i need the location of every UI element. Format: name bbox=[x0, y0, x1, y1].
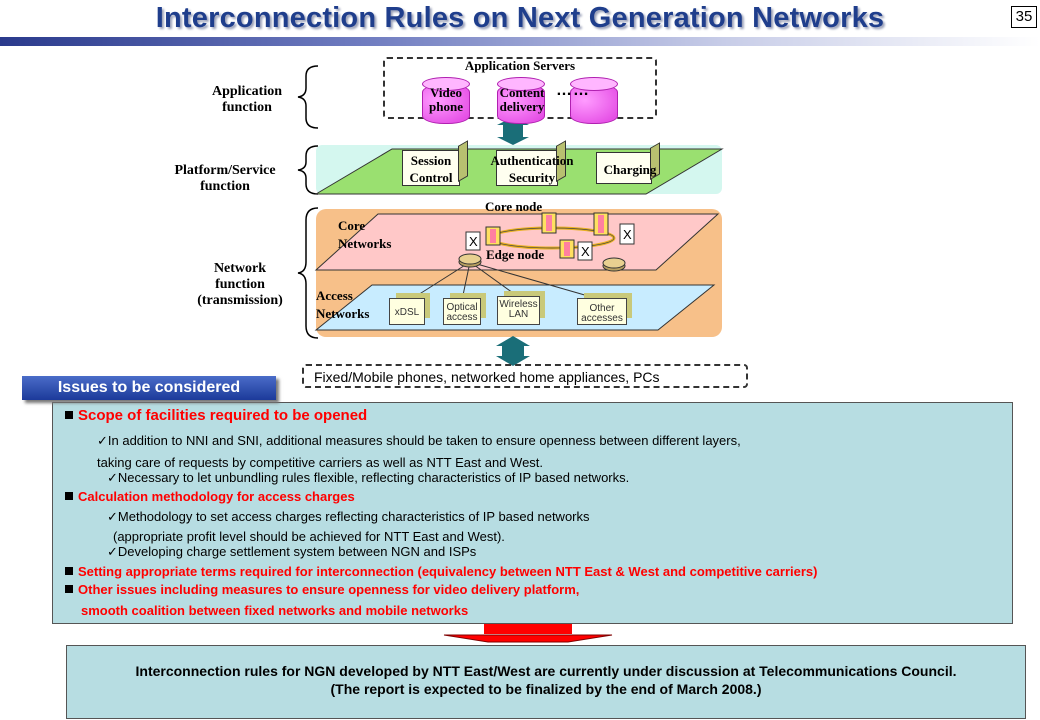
edge-switch-icons: X X X bbox=[465, 223, 635, 261]
issue-1-sub1b: taking care of requests by competitive c… bbox=[97, 455, 544, 470]
issue-1-sub1: ✓In addition to NNI and SNI, additional … bbox=[97, 433, 741, 448]
issue-3-title: Setting appropriate terms required for i… bbox=[65, 564, 818, 579]
page-number: 35 bbox=[1011, 6, 1037, 28]
wireless-line2: LAN bbox=[508, 309, 529, 320]
core-node-label: Core node bbox=[485, 199, 543, 214]
conclusion-line2: (The report is expected to be finalized … bbox=[330, 681, 762, 697]
issue-2-sub1b: (appropriate profit level should be achi… bbox=[113, 529, 505, 544]
other-server-icon bbox=[570, 77, 618, 124]
label-network-function: Network function (transmission) bbox=[180, 261, 300, 309]
issue-3-text: Setting appropriate terms required for i… bbox=[78, 564, 818, 579]
brace-network bbox=[297, 207, 319, 339]
title-underline bbox=[0, 37, 1040, 46]
issue-4-title-b: smooth coalition between fixed networks … bbox=[81, 603, 469, 618]
optical-line2: access bbox=[446, 312, 478, 323]
edge-router-icons bbox=[458, 253, 626, 272]
issue-2-title: Calculation methodology for access charg… bbox=[65, 489, 355, 504]
core-node-icons bbox=[485, 212, 609, 259]
terminals-label: Fixed/Mobile phones, networked home appl… bbox=[314, 369, 660, 385]
application-servers-title: Application Servers bbox=[464, 58, 576, 73]
authentication-label: Authentication Security bbox=[474, 152, 590, 186]
charging-box bbox=[596, 152, 652, 184]
video-phone-label: Video phone bbox=[420, 86, 472, 114]
content-delivery-label: Content delivery bbox=[492, 86, 552, 114]
svg-text:X: X bbox=[581, 244, 590, 259]
bullet-icon bbox=[65, 492, 73, 500]
bullet-icon bbox=[65, 585, 73, 593]
edge-node-label: Edge node bbox=[486, 247, 545, 262]
session-control-box bbox=[402, 150, 460, 186]
bullet-icon bbox=[65, 411, 73, 419]
content-delivery-line2: delivery bbox=[499, 99, 545, 114]
issue-4-text: Other issues including measures to ensur… bbox=[78, 582, 580, 597]
video-phone-server-icon bbox=[422, 77, 470, 124]
core-networks-label: Core Networks bbox=[338, 217, 391, 253]
more-servers-ellipsis: …… bbox=[556, 82, 590, 99]
core-line1: Core bbox=[338, 218, 366, 233]
terminals-box bbox=[302, 364, 748, 388]
issue-4-title: Other issues including measures to ensur… bbox=[65, 582, 579, 597]
core-plane bbox=[314, 213, 720, 271]
bullet-icon bbox=[65, 567, 73, 575]
session-control-label: Session Control bbox=[400, 152, 462, 186]
xdsl-box: xDSL bbox=[389, 298, 425, 325]
issues-box: Scope of facilities required to be opene… bbox=[52, 402, 1013, 624]
issue-2-sub1: ✓Methodology to set access charges refle… bbox=[107, 509, 590, 524]
label-network-line3: (transmission) bbox=[197, 293, 283, 308]
page-title: Interconnection Rules on Next Generation… bbox=[155, 2, 885, 34]
svg-text:X: X bbox=[469, 234, 478, 249]
optical-line1: Optical bbox=[446, 302, 478, 313]
conclusion-box: Interconnection rules for NGN developed … bbox=[66, 645, 1026, 719]
issue-2-sub2: ✓Developing charge settlement system bet… bbox=[107, 544, 477, 559]
svg-text:X: X bbox=[623, 227, 632, 242]
wireless-lan-box: Wireless LAN bbox=[497, 296, 540, 325]
label-network-line2: function bbox=[215, 277, 265, 292]
brace-application bbox=[297, 65, 319, 129]
issue-1-sub2: ✓Necessary to let unbundling rules flexi… bbox=[107, 470, 630, 485]
label-application-function: Application function bbox=[211, 84, 282, 115]
auth-line2: Security bbox=[508, 170, 556, 185]
arrow-network-terminals bbox=[496, 336, 530, 366]
video-phone-line1: Video bbox=[429, 85, 463, 100]
label-platform-function: Platform/Service function bbox=[174, 163, 276, 194]
access-line2: Networks bbox=[316, 306, 370, 321]
optical-access-box: Optical access bbox=[443, 298, 481, 325]
charging-label: Charging bbox=[603, 162, 657, 177]
issues-tab: Issues to be considered bbox=[22, 376, 276, 400]
other-accesses-box: Other accesses bbox=[577, 298, 627, 325]
video-phone-line2: phone bbox=[429, 99, 463, 114]
wireless-line1: Wireless bbox=[499, 299, 538, 310]
label-network-line1: Network bbox=[213, 261, 267, 276]
core-line2: Networks bbox=[338, 236, 392, 251]
conclusion-line1: Interconnection rules for NGN developed … bbox=[135, 663, 957, 679]
issue-2-text: Calculation methodology for access charg… bbox=[78, 489, 355, 504]
issue-1-title: Scope of facilities required to be opene… bbox=[65, 407, 367, 424]
other-line1: Other bbox=[589, 303, 615, 314]
brace-platform bbox=[297, 145, 319, 195]
session-line1: Session bbox=[410, 153, 452, 168]
authentication-box bbox=[496, 150, 558, 186]
issue-1-text: Scope of facilities required to be opene… bbox=[78, 407, 368, 424]
red-down-arrow-icon bbox=[443, 624, 613, 643]
content-delivery-line1: Content bbox=[499, 85, 545, 100]
session-line2: Control bbox=[409, 170, 453, 185]
access-links bbox=[409, 261, 603, 301]
access-line1: Access bbox=[316, 288, 353, 303]
access-networks-label: Access Networks bbox=[316, 287, 369, 323]
other-line2: accesses bbox=[581, 313, 623, 324]
auth-line1: Authentication bbox=[490, 153, 574, 168]
content-delivery-server-icon bbox=[497, 77, 545, 124]
